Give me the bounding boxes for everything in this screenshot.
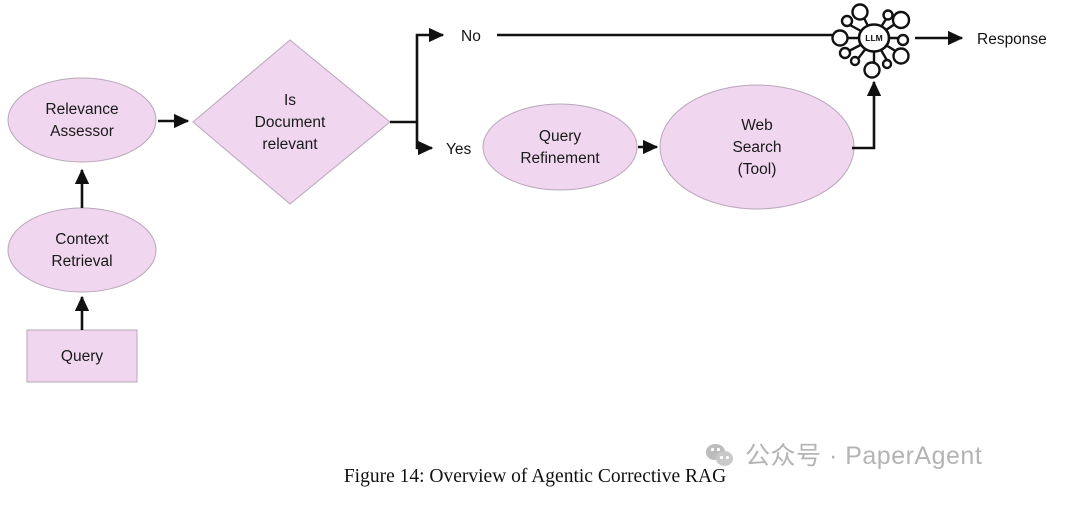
llm-label: LLM — [865, 33, 882, 43]
node-query-refinement[interactable] — [482, 103, 638, 191]
node-web-search-line2: Search — [732, 139, 781, 156]
node-query[interactable] — [26, 329, 138, 383]
node-relevance-assessor[interactable] — [7, 77, 157, 163]
node-is-document-relevant-line3: relevant — [262, 136, 318, 153]
edge-label-response: Response — [977, 31, 1047, 48]
edge-label-no: No — [461, 28, 481, 45]
node-relevance-assessor-line2: Assessor — [50, 123, 114, 140]
edge-label-yes: Yes — [446, 141, 472, 158]
figure-caption: Figure 14: Overview of Agentic Correctiv… — [343, 466, 727, 487]
node-web-search-line3: (Tool) — [738, 161, 777, 178]
node-query-refinement-line2: Refinement — [520, 150, 600, 167]
node-context-retrieval-line2: Retrieval — [51, 253, 112, 270]
node-web-search-line1: Web — [741, 117, 773, 134]
node-is-document-relevant-line2: Document — [255, 114, 326, 131]
watermark-text: 公众号 · PaperAgent — [745, 441, 983, 470]
edge-decision-no-branch — [415, 27, 445, 122]
edge-decision-yes-branch — [415, 122, 434, 156]
node-context-retrieval[interactable] — [7, 207, 157, 293]
node-context-retrieval-line1: Context — [55, 231, 109, 248]
edge-web-search-to-llm — [852, 80, 882, 150]
watermark: 公众号 · PaperAgent — [706, 443, 982, 469]
node-query-label: Query — [61, 348, 103, 365]
node-is-document-relevant[interactable] — [192, 39, 391, 205]
node-query-refinement-line1: Query — [539, 128, 581, 145]
wechat-icon — [706, 443, 736, 469]
llm-network-icon[interactable]: LLM — [831, 3, 911, 79]
node-relevance-assessor-line1: Relevance — [45, 101, 118, 118]
node-is-document-relevant-line1: Is — [284, 92, 296, 109]
